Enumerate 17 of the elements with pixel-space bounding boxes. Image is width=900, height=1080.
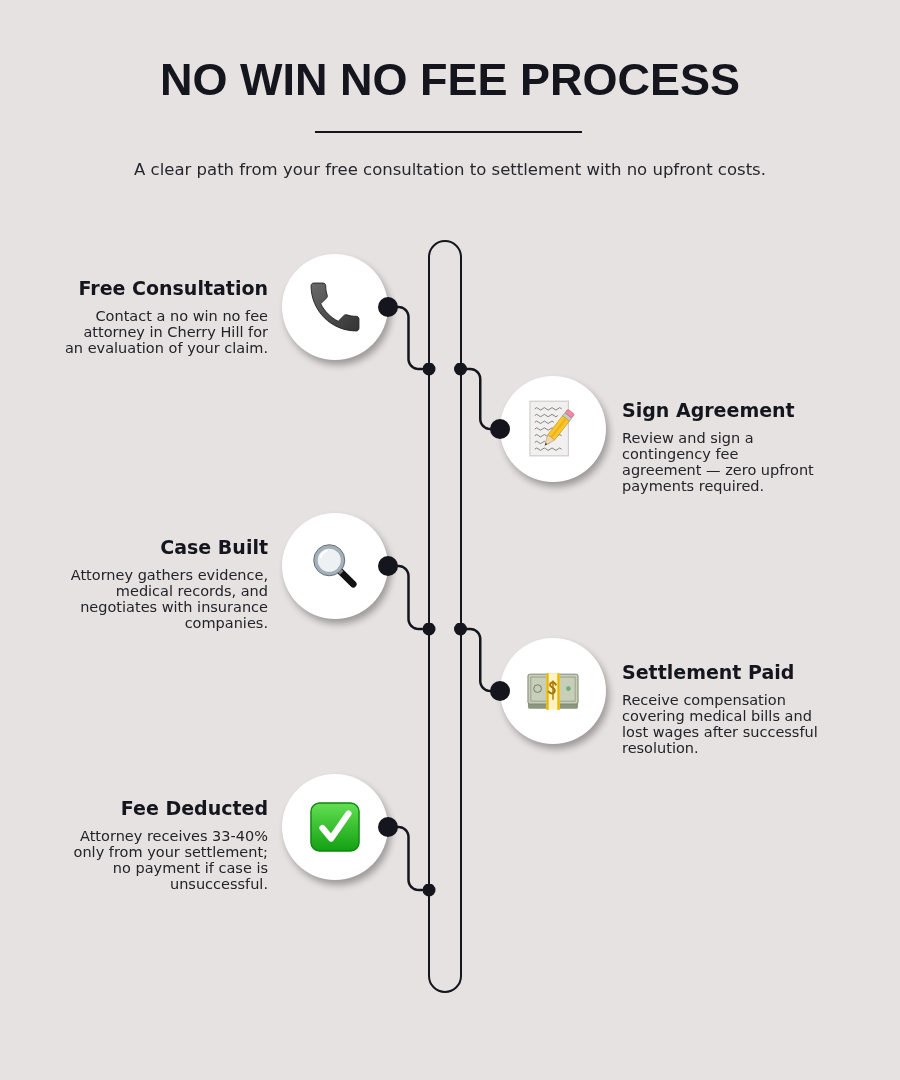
step-description: Attorney gathers evidence, medical records, and negotiates with insurance companies. bbox=[69, 567, 268, 631]
step-description: Review and sign a contingency fee agreement — zero upfront payments required. bbox=[622, 430, 815, 494]
connector-line bbox=[378, 297, 436, 376]
step-description: Receive compensation covering medical bills and lost wages after successful resolution. bbox=[622, 692, 819, 756]
step-description: Attorney receives 33-40% only from your settlement; no payment if case is unsuccessful. bbox=[72, 828, 268, 892]
step-title: Settlement Paid bbox=[622, 661, 795, 683]
step-title: Free Consultation bbox=[78, 277, 268, 299]
connector-line bbox=[454, 362, 510, 439]
step-title: Case Built bbox=[160, 536, 268, 558]
connector-line bbox=[454, 622, 510, 701]
step-description: Contact a no win no fee attorney in Cherry Hill for an evaluation of your claim. bbox=[64, 308, 268, 356]
title: NO WIN NO FEE PROCESS bbox=[159, 54, 741, 106]
step-title: Sign Agreement bbox=[622, 399, 795, 421]
subtitle: A clear path from your free consultation to settlement with no upfront costs. bbox=[134, 160, 766, 180]
connector-line bbox=[378, 556, 436, 636]
connector-line bbox=[378, 817, 436, 897]
step-title: Fee Deducted bbox=[120, 797, 268, 819]
